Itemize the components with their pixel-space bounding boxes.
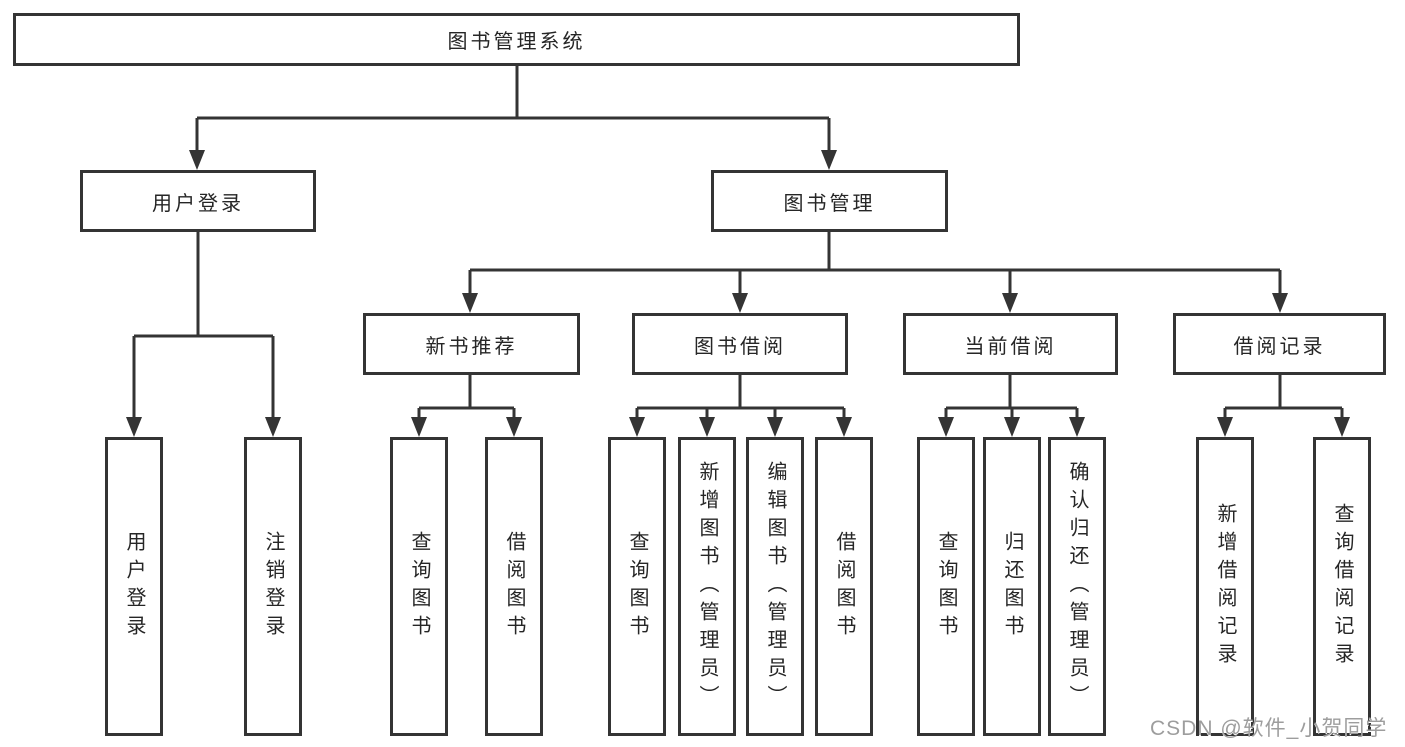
arrowhead-icon [1069,417,1085,437]
leaf-current-query-books: 查询图书 [917,437,975,736]
arrowhead-icon [629,417,645,437]
arrowhead-icon [462,293,478,313]
connector-current-borrow-branch [944,375,1079,427]
arrowhead-icon [938,417,954,437]
leaf-borrow-borrow-books: 借阅图书 [815,437,873,736]
leaf-current-return-books: 归还图书 [983,437,1041,736]
connector-borrow-records-branch [1223,375,1344,427]
arrowhead-icon [699,417,715,437]
arrowhead-icon [821,150,837,170]
leaf-records-query-record: 查询借阅记录 [1313,437,1371,736]
arrowhead-icon [126,417,142,437]
connector-book-borrow-branch [635,375,846,427]
leaf-newbook-borrow-books: 借阅图书 [485,437,543,736]
connector-book-management-branch [468,232,1282,301]
leaf-newbook-query-books: 查询图书 [390,437,448,736]
arrowhead-icon [1334,417,1350,437]
connector-user-login-branch [132,232,275,427]
leaf-logout: 注销登录 [244,437,302,736]
arrowhead-icon [732,293,748,313]
node-book-borrow: 图书借阅 [632,313,848,375]
arrowhead-icon [1217,417,1233,437]
node-user-login-branch: 用户登录 [80,170,316,232]
arrowhead-icon [836,417,852,437]
connector-new-book-branch [417,375,516,427]
leaf-borrow-query-books: 查询图书 [608,437,666,736]
arrowhead-icon [189,150,205,170]
node-book-management-branch: 图书管理 [711,170,948,232]
leaf-borrow-add-books-admin: 新增图书（管理员） [678,437,736,736]
arrowhead-icon [1272,293,1288,313]
leaf-records-add-record: 新增借阅记录 [1196,437,1254,736]
node-borrow-records: 借阅记录 [1173,313,1386,375]
leaf-borrow-edit-books-admin: 编辑图书（管理员） [746,437,804,736]
node-root: 图书管理系统 [13,13,1020,66]
arrowhead-icon [506,417,522,437]
node-current-borrow: 当前借阅 [903,313,1118,375]
arrowhead-icon [767,417,783,437]
node-new-book-recommend: 新书推荐 [363,313,580,375]
connector-root-to-level2 [195,66,831,158]
leaf-current-confirm-return-admin: 确认归还（管理员） [1048,437,1106,736]
arrowhead-icon [1004,417,1020,437]
arrowhead-icon [265,417,281,437]
csdn-watermark: CSDN @软件_小贺同学 [1150,717,1388,740]
arrowhead-icon [1002,293,1018,313]
arrowhead-icon [411,417,427,437]
leaf-user-login: 用户登录 [105,437,163,736]
